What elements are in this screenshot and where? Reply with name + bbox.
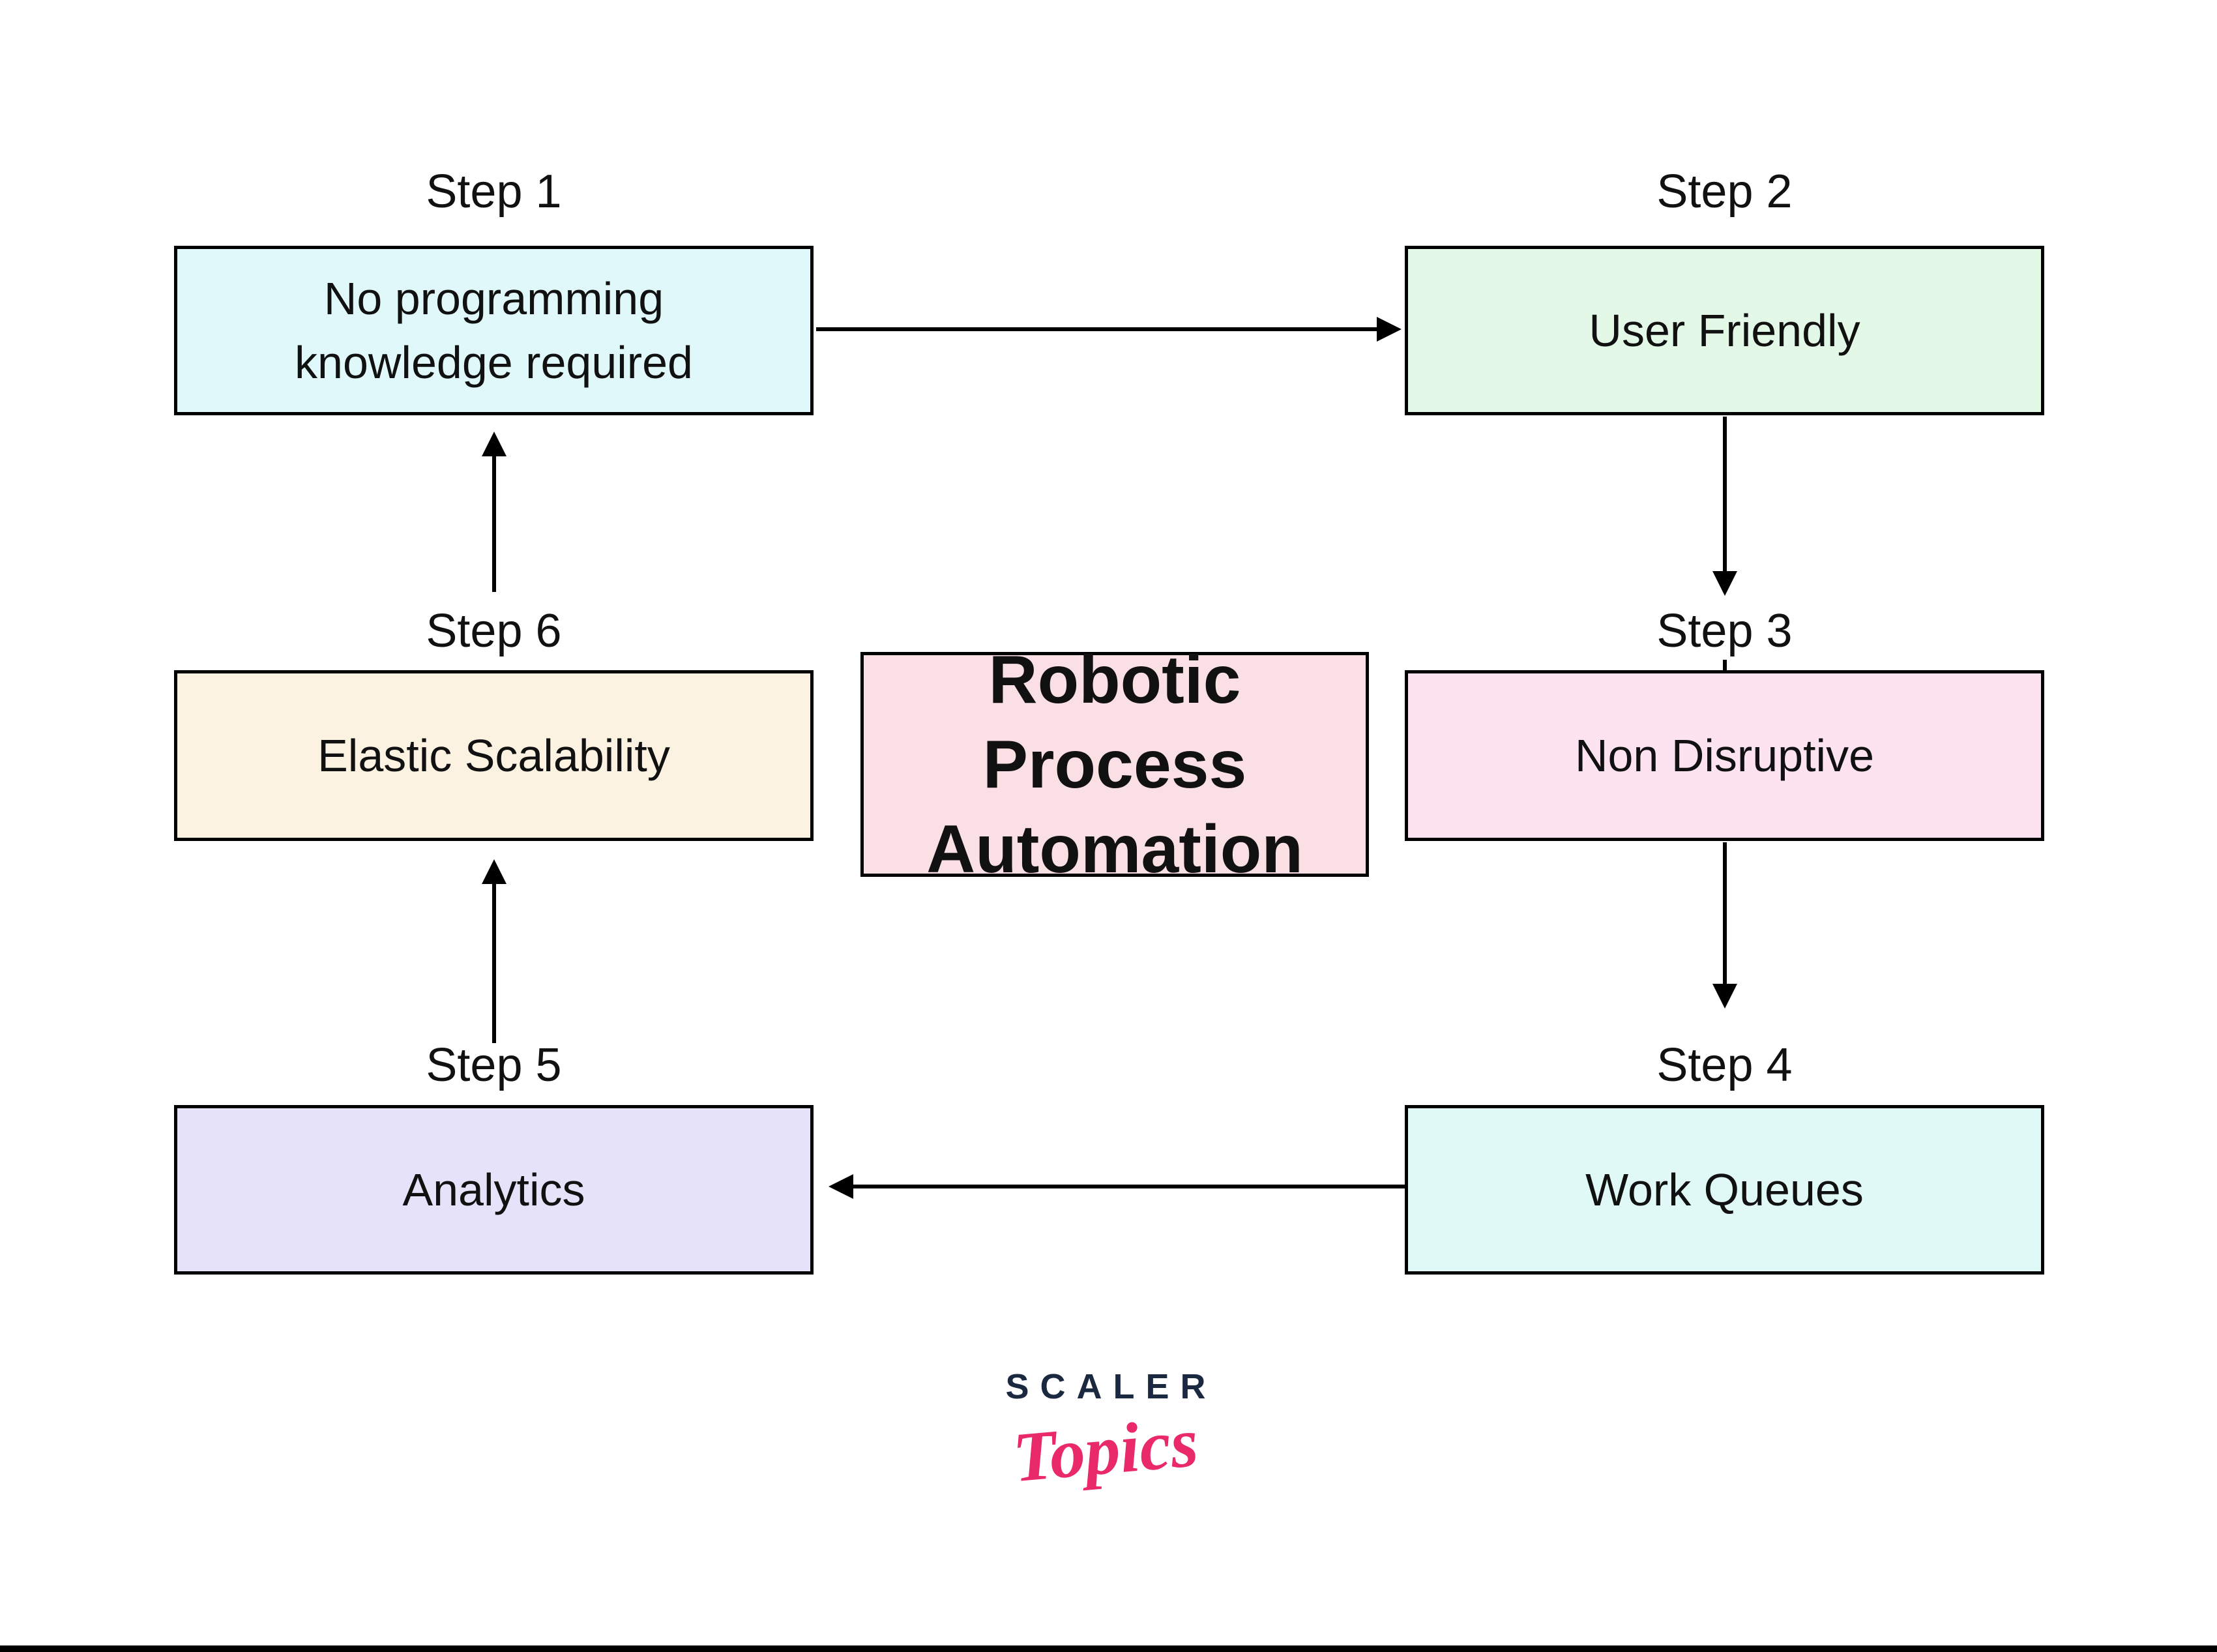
arrow-step3-to-step4: [1712, 842, 1737, 1009]
center-title-line1: Robotic Process: [982, 642, 1247, 803]
arrow-step1-to-step2: [816, 317, 1402, 342]
step-3-box: Non Disruptive: [1405, 670, 2044, 841]
step-6-box: Elastic Scalability: [174, 670, 814, 841]
footer-bar: [0, 1645, 2217, 1652]
step-1-text: No programming knowledge required: [295, 273, 693, 388]
step-6-label: Step 6: [426, 604, 562, 657]
scaler-topics-logo: SCALER Topics: [877, 1366, 1334, 1497]
step-5-text: Analytics: [402, 1164, 585, 1215]
step-4-label: Step 4: [1656, 1039, 1793, 1091]
arrow-step5-to-step6: [482, 859, 507, 1043]
arrow-step6-to-step1: [482, 432, 507, 592]
arrow-step4-to-step5: [829, 1174, 1406, 1199]
step-5-box: Analytics: [174, 1105, 814, 1275]
step-2-label: Step 2: [1656, 165, 1793, 218]
center-title-line2: Automation: [926, 811, 1303, 887]
logo-topics-text: Topics: [1010, 1403, 1201, 1497]
step-1-label: Step 1: [426, 165, 562, 218]
step-3-label: Step 3: [1656, 604, 1793, 657]
step-4-box: Work Queues: [1405, 1105, 2044, 1275]
step-4-text: Work Queues: [1585, 1164, 1864, 1215]
logo-brand-text: SCALER: [1005, 1367, 1217, 1406]
center-title-box: Robotic Process Automation: [860, 642, 1369, 887]
step-6-text: Elastic Scalability: [317, 730, 670, 781]
arrow-step2-to-step3: [1712, 417, 1737, 671]
step-2-box: User Friendly: [1405, 246, 2044, 415]
step-1-box: No programming knowledge required: [174, 246, 814, 415]
step-5-label: Step 5: [426, 1039, 562, 1091]
step-2-text: User Friendly: [1589, 305, 1860, 356]
step-3-text: Non Disruptive: [1574, 730, 1875, 781]
